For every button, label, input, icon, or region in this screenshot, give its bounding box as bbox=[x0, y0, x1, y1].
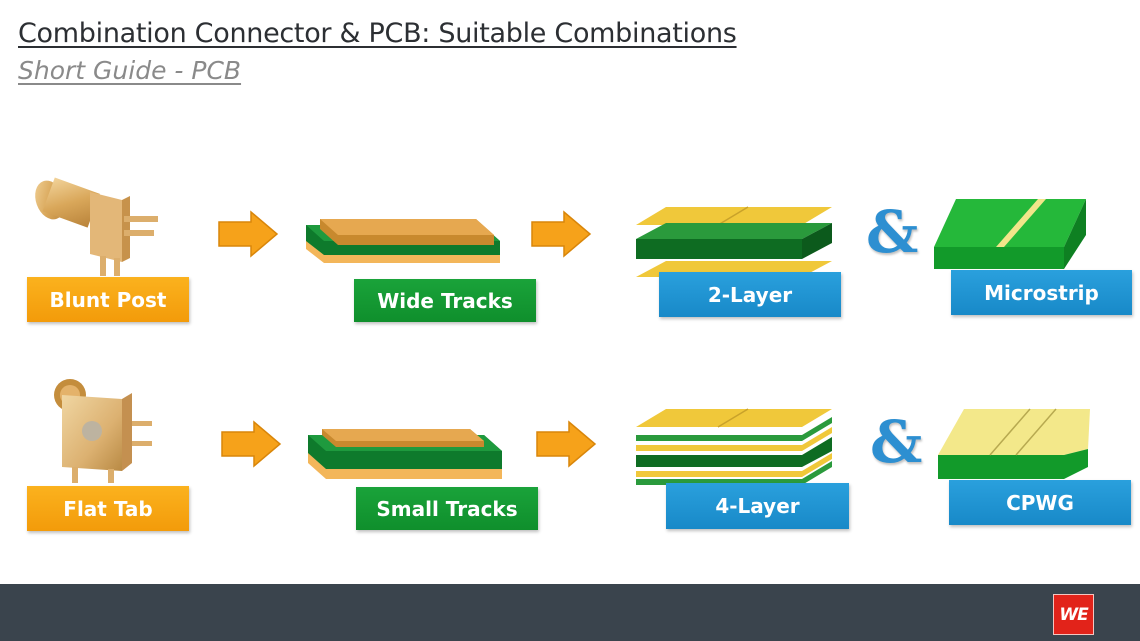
footer-bar bbox=[0, 584, 1140, 641]
flat-tab-connector-icon bbox=[54, 379, 152, 483]
tracks-label-small-tracks: Small Tracks bbox=[356, 487, 538, 530]
cpwg-icon bbox=[938, 408, 1090, 479]
we-logo: WE bbox=[1053, 594, 1094, 635]
microstrip-icon bbox=[934, 199, 1086, 269]
layer-label-4-layer: 4-Layer bbox=[666, 483, 849, 529]
connector-label-flat-tab: Flat Tab bbox=[27, 486, 189, 531]
connector-label-blunt-post: Blunt Post bbox=[27, 277, 189, 322]
line-type-label-microstrip: Microstrip bbox=[951, 270, 1132, 315]
small-tracks-pcb-icon bbox=[308, 429, 502, 479]
ampersand-symbol: & bbox=[866, 198, 919, 266]
page-title: Combination Connector & PCB: Suitable Co… bbox=[18, 18, 737, 49]
page-subtitle: Short Guide - PCB bbox=[18, 56, 242, 85]
ampersand-symbol: & bbox=[870, 408, 923, 476]
blunt-post-connector-icon bbox=[35, 177, 158, 276]
arrow-right-icon bbox=[218, 210, 279, 258]
four-layer-pcb-icon bbox=[636, 408, 832, 485]
wide-tracks-pcb-icon bbox=[306, 219, 500, 263]
layer-label-2-layer: 2-Layer bbox=[659, 272, 841, 317]
arrow-right-icon bbox=[536, 420, 597, 468]
line-type-label-cpwg: CPWG bbox=[949, 480, 1131, 525]
arrow-right-icon bbox=[221, 420, 282, 468]
tracks-label-wide-tracks: Wide Tracks bbox=[354, 279, 536, 322]
two-layer-pcb-icon bbox=[636, 206, 832, 277]
arrow-right-icon bbox=[531, 210, 592, 258]
